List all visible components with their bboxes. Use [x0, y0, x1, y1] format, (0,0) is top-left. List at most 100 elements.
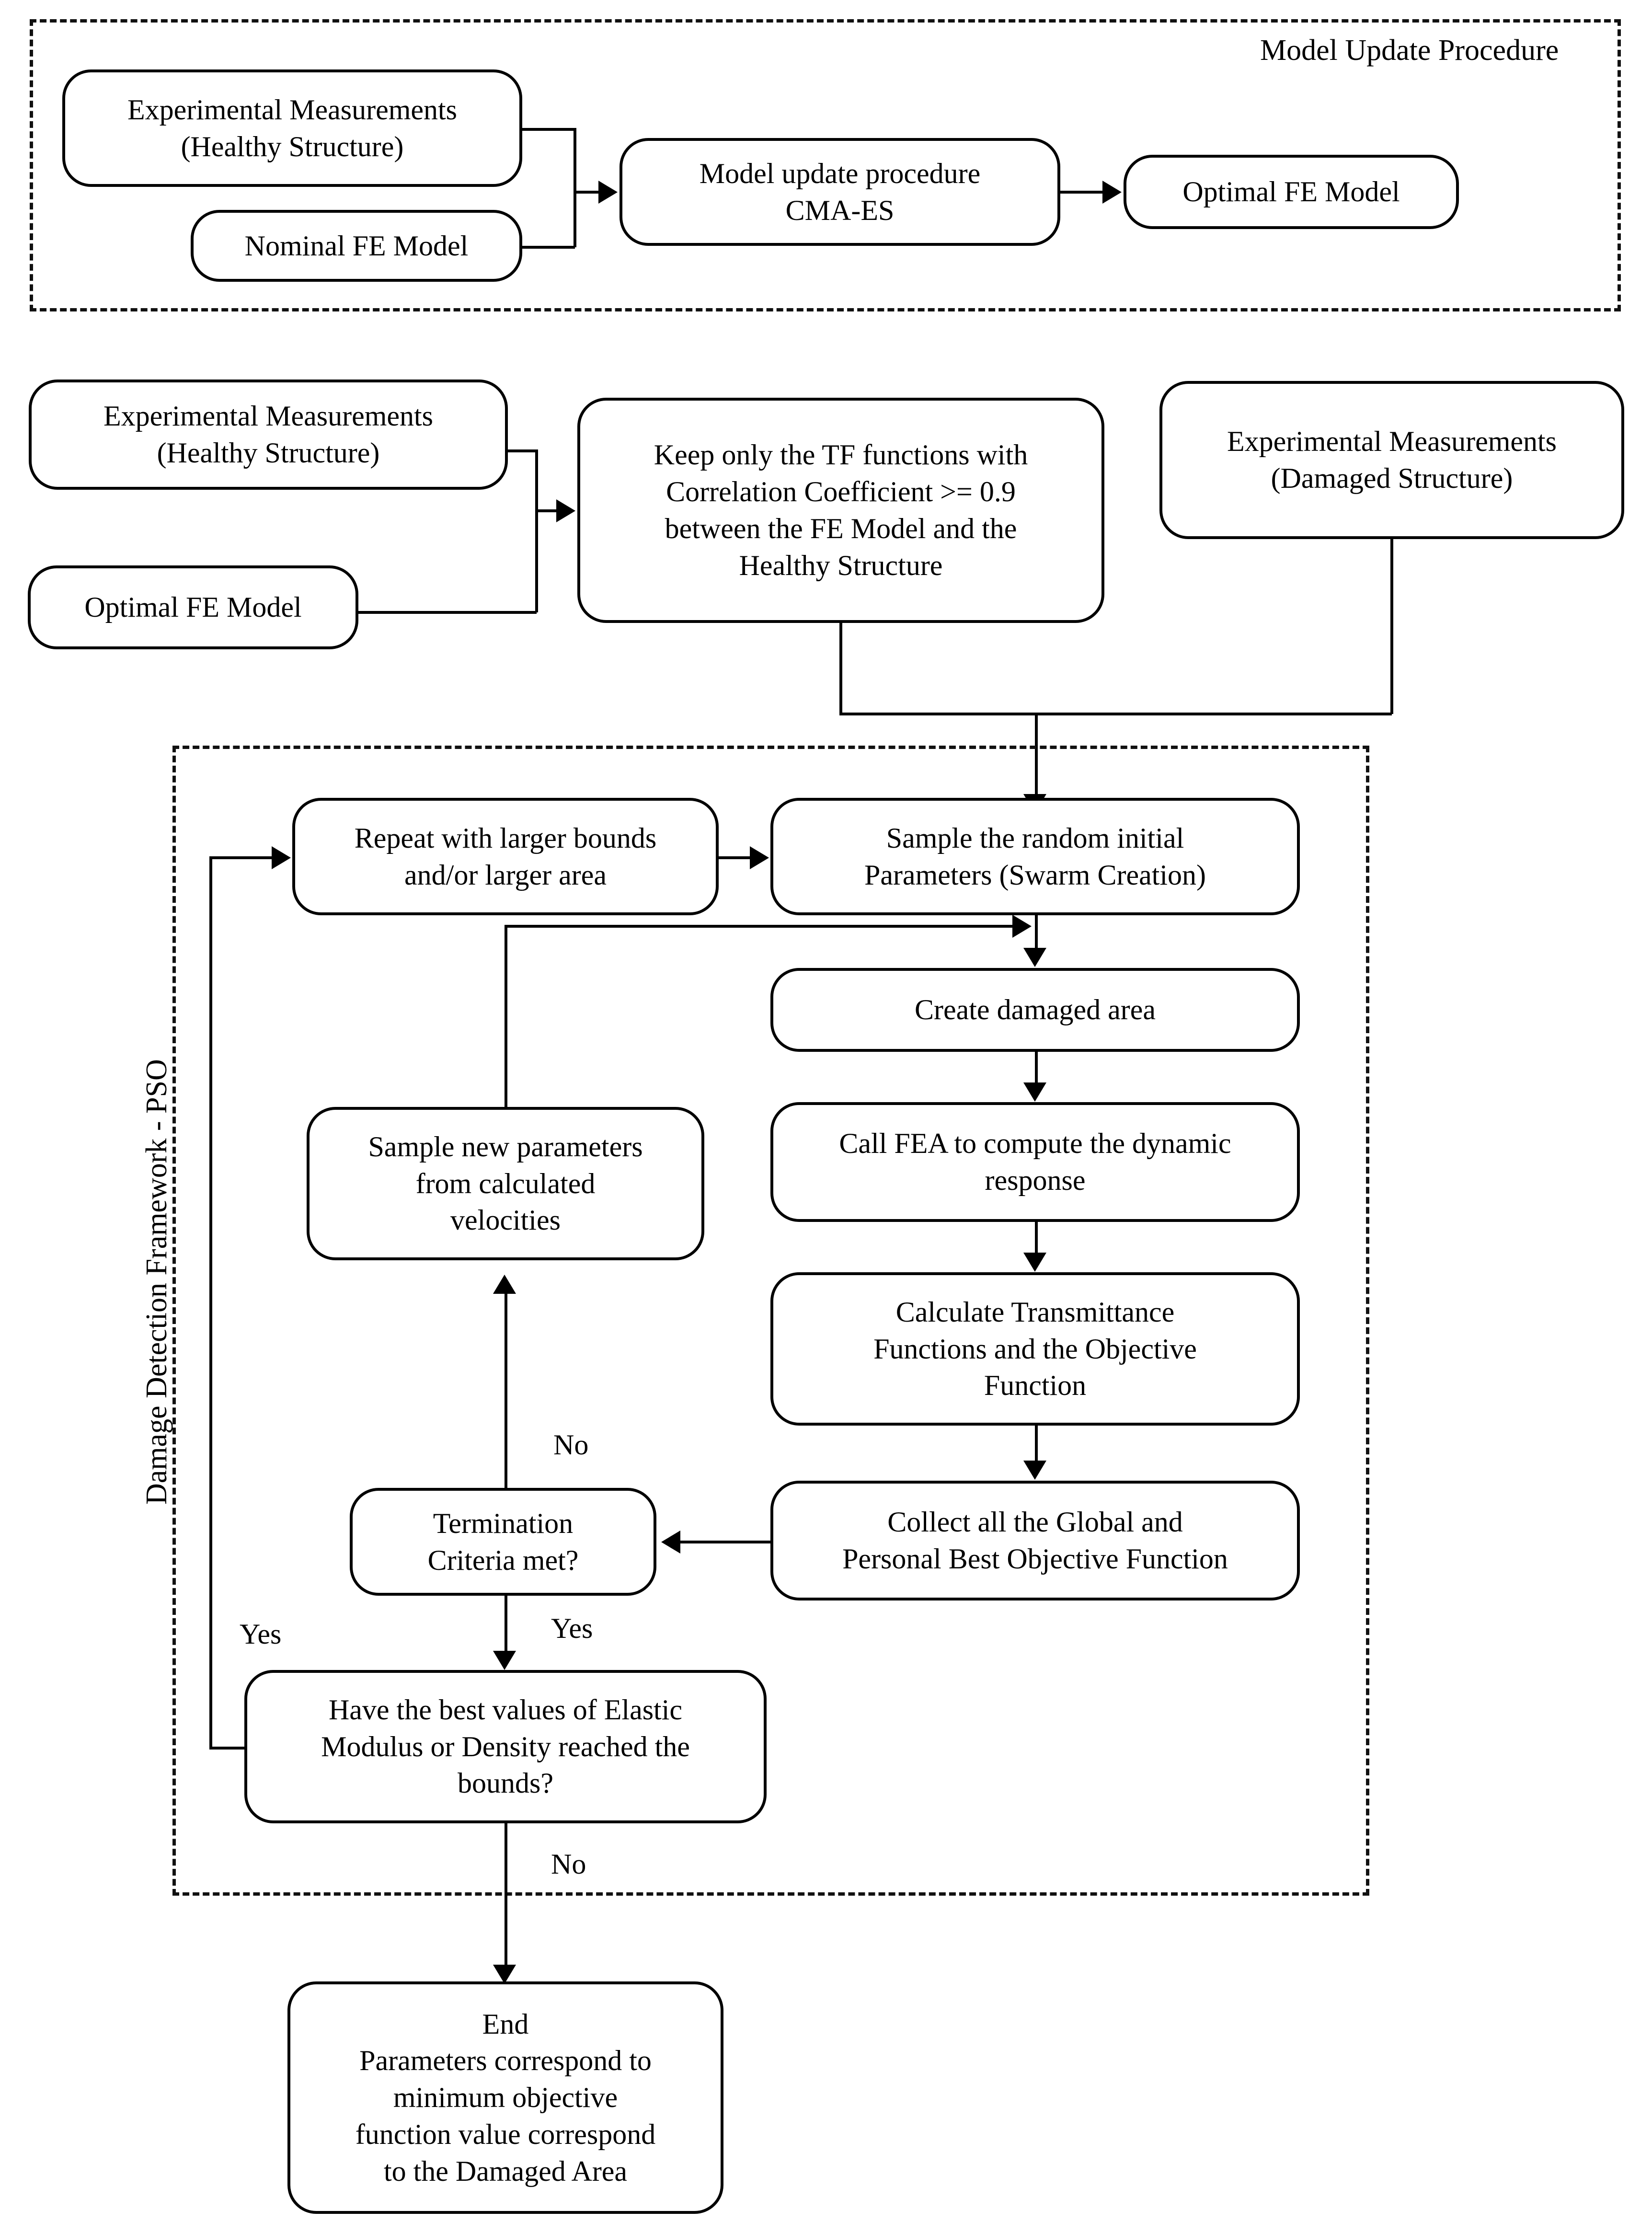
connector-optimalfe2-right [358, 611, 537, 614]
node-bounds-reached-question: Have the best values of Elastic Modulus … [244, 1670, 767, 1823]
node-line: from calculated [415, 1167, 596, 1199]
node-end-result: End Parameters correspond to minimum obj… [287, 1981, 723, 2214]
connector-bounds-yes-to-repeat [209, 856, 272, 859]
node-line: function value correspond [355, 2118, 656, 2150]
node-line: Have the best values of Elastic [328, 1693, 683, 1726]
node-line: (Healthy Structure) [157, 437, 380, 469]
connector-nominal-right [522, 246, 575, 249]
connector-update-to-optimal [1060, 191, 1102, 194]
connector-merge-vertical-1 [574, 128, 576, 247]
connector-merge-to-keeptf [535, 509, 556, 512]
connector-healthy1-right [522, 128, 575, 131]
node-line: between the FE Model and the [665, 513, 1017, 544]
group-damage-detection-pso [172, 746, 1369, 1896]
arrowhead-to-calculate-tf [1023, 1253, 1046, 1272]
arrowhead-rejoin-main-column [1012, 915, 1032, 938]
connector-bounds-yes-left [209, 1747, 247, 1750]
connector-repeat-to-sample [719, 856, 750, 859]
node-call-fea: Call FEA to compute the dynamic response [770, 1102, 1300, 1222]
arrowhead-to-repeat-bounds [272, 846, 291, 869]
node-line: Correlation Coefficient >= 0.9 [666, 476, 1016, 508]
edge-label-termination-no: No [553, 1429, 589, 1461]
edge-label-bounds-no: No [551, 1848, 586, 1880]
node-calculate-transmittance-functions: Calculate Transmittance Functions and th… [770, 1272, 1300, 1426]
arrowhead-to-keep-tf [556, 499, 575, 522]
node-keep-tf-functions: Keep only the TF functions with Correlat… [577, 398, 1104, 623]
node-line: to the Damaged Area [383, 2155, 628, 2187]
connector-merge-to-update [574, 191, 598, 194]
group-model-update-procedure [30, 19, 1621, 311]
connector-merge-vertical-2 [535, 449, 538, 612]
node-line: Experimental Measurements [1227, 426, 1557, 458]
connector-calc-to-collect [1035, 1426, 1038, 1461]
node-line: Create damaged area [915, 994, 1156, 1026]
node-create-damaged-area: Create damaged area [770, 968, 1300, 1052]
node-line: Personal Best Objective Function [842, 1543, 1228, 1575]
arrowhead-to-model-update [598, 181, 618, 204]
edge-label-termination-yes: Yes [551, 1612, 593, 1644]
node-optimal-fe-model-1: Optimal FE Model [1124, 155, 1459, 229]
node-line: Sample new parameters [368, 1130, 643, 1163]
node-line: Parameters (Swarm Creation) [864, 859, 1206, 891]
node-line: Nominal FE Model [244, 230, 469, 262]
node-line: Calculate Transmittance [895, 1296, 1175, 1328]
node-sample-random-initial-parameters: Sample the random initial Parameters (Sw… [770, 798, 1300, 915]
node-line: Functions and the Objective [873, 1333, 1197, 1365]
arrowhead-to-optimal-fe [1102, 181, 1122, 204]
connector-samplenew-up [505, 925, 507, 1108]
node-line: Termination [433, 1507, 574, 1539]
node-nominal-fe-model: Nominal FE Model [191, 210, 522, 282]
connector-fea-to-calc [1035, 1222, 1038, 1253]
edge-label-bounds-yes: Yes [240, 1618, 282, 1650]
node-line: End [482, 2008, 529, 2040]
node-line: (Damaged Structure) [1271, 462, 1513, 494]
node-repeat-larger-bounds: Repeat with larger bounds and/or larger … [292, 798, 719, 915]
node-collect-global-personal-best: Collect all the Global and Personal Best… [770, 1481, 1300, 1600]
node-sample-new-parameters: Sample new parameters from calculated ve… [307, 1107, 704, 1260]
node-line: Optimal FE Model [1182, 176, 1400, 208]
node-line: Call FEA to compute the dynamic [839, 1128, 1231, 1160]
arrowhead-to-create-damaged [1023, 948, 1046, 967]
node-termination-criteria: Termination Criteria met? [350, 1488, 656, 1596]
node-line: Collect all the Global and [887, 1506, 1183, 1538]
connector-merge-into-pso [1035, 713, 1038, 794]
connector-sample-to-create [1035, 915, 1038, 948]
node-line: velocities [450, 1204, 561, 1236]
node-line: Healthy Structure [739, 549, 943, 581]
arrowhead-to-collect-best [1023, 1461, 1046, 1480]
connector-healthy2-right [508, 449, 537, 452]
node-line: (Healthy Structure) [181, 130, 404, 162]
connector-collect-to-termination [680, 1541, 770, 1543]
node-experimental-measurements-healthy-2: Experimental Measurements (Healthy Struc… [29, 380, 508, 490]
node-line: Model update procedure [699, 157, 981, 189]
node-line: minimum objective [393, 2082, 618, 2114]
node-line: Modulus or Density reached the [321, 1730, 690, 1762]
node-line: response [985, 1164, 1086, 1196]
connector-damaged-down [1390, 539, 1393, 714]
node-line: Repeat with larger bounds [354, 822, 657, 854]
connector-termination-yes-down [505, 1596, 507, 1651]
arrowhead-to-call-fea [1023, 1082, 1046, 1102]
node-experimental-measurements-healthy-1: Experimental Measurements (Healthy Struc… [62, 69, 522, 187]
arrowhead-to-termination [661, 1531, 680, 1554]
node-line: CMA-ES [785, 194, 895, 226]
node-line: Parameters correspond to [359, 2045, 652, 2077]
connector-merge-horizontal-3 [839, 713, 1392, 715]
group-model-update-title: Model Update Procedure [1260, 34, 1559, 67]
node-experimental-measurements-damaged: Experimental Measurements (Damaged Struc… [1159, 381, 1624, 539]
arrowhead-to-end [493, 1965, 516, 1984]
connector-create-to-fea [1035, 1052, 1038, 1082]
node-line: Experimental Measurements [127, 93, 458, 126]
arrowhead-to-sample-initial-side [750, 846, 769, 869]
node-line: Criteria met? [427, 1544, 579, 1576]
connector-keeptf-down [839, 623, 842, 714]
connector-bounds-yes-up [209, 856, 212, 1748]
node-line: Function [984, 1370, 1087, 1402]
node-line: Experimental Measurements [103, 400, 434, 432]
node-line: Sample the random initial [886, 822, 1184, 854]
node-line: Optimal FE Model [84, 591, 302, 623]
arrowhead-to-bounds-question [493, 1651, 516, 1670]
node-optimal-fe-model-2: Optimal FE Model [28, 565, 358, 649]
connector-bounds-no-down [505, 1823, 507, 1965]
